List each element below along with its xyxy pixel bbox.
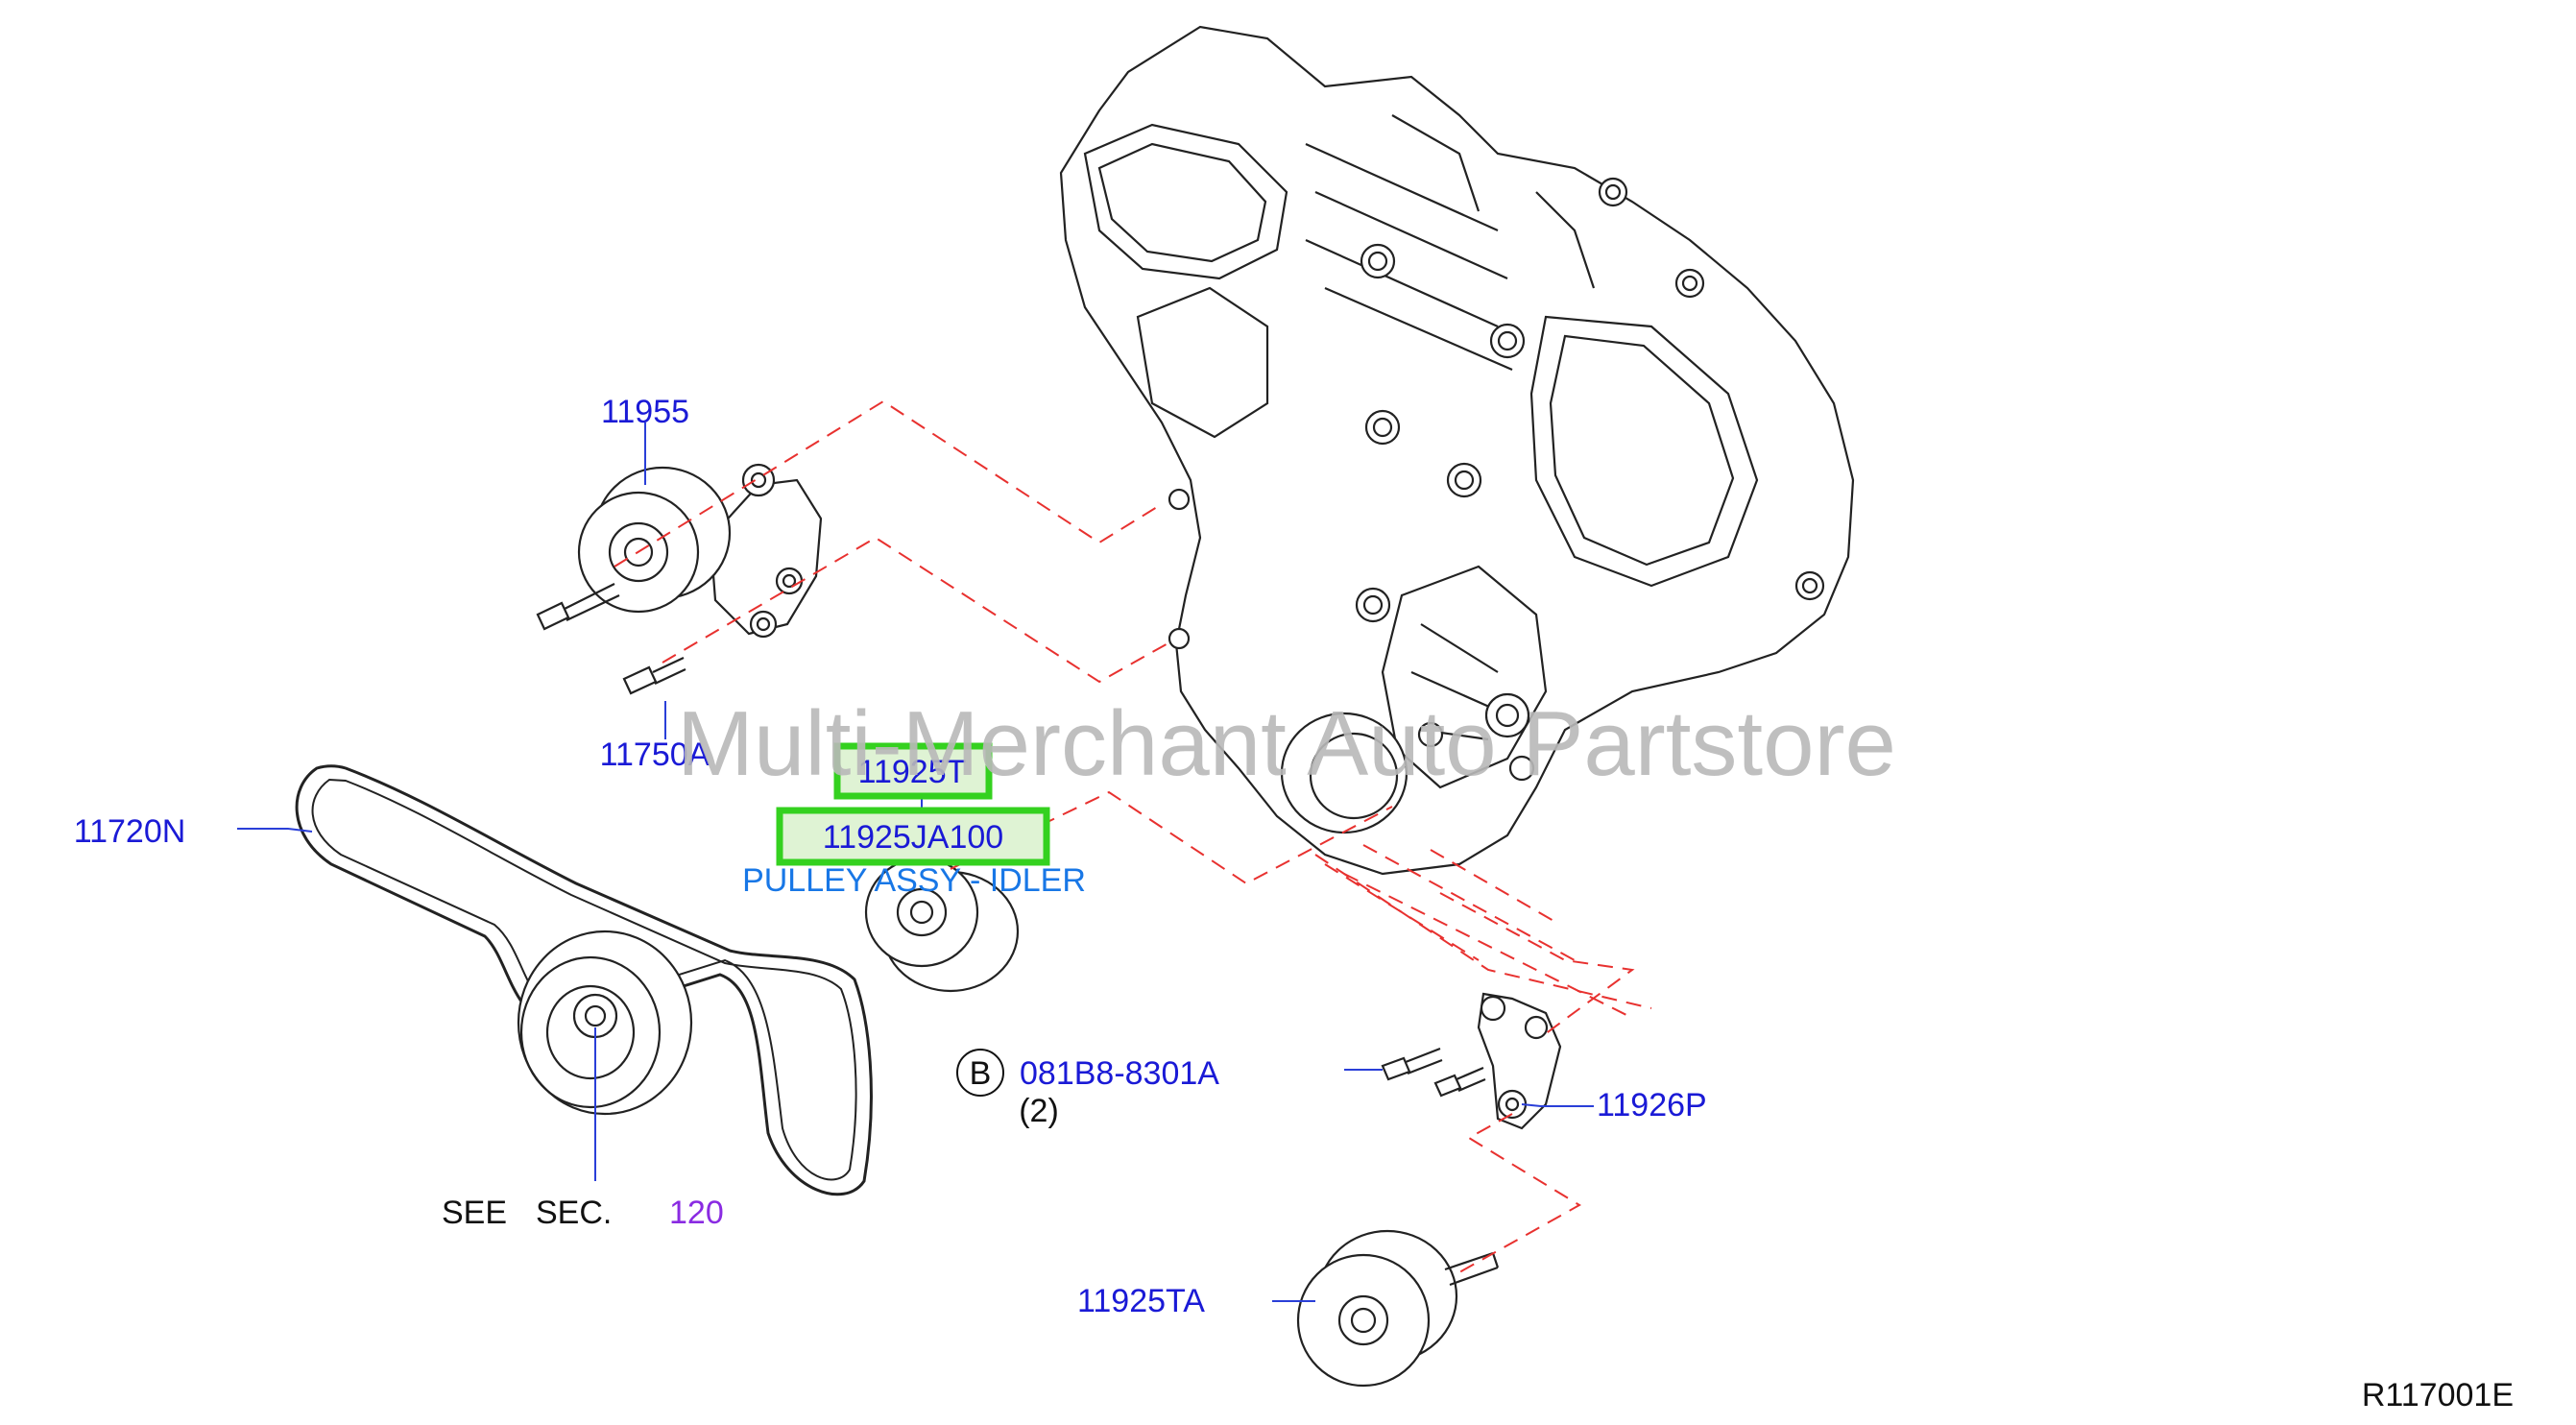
idler-pulley-illustration (864, 857, 1020, 993)
idler-bracket-illustration (1381, 992, 1562, 1130)
drive-belt-illustration (295, 764, 873, 1196)
see-label: SEE (442, 1195, 507, 1231)
assembly-dashed-lines (614, 399, 1652, 1273)
watermark: Multi-Merchant Auto Partstore (677, 692, 1896, 795)
part-label-11925t[interactable]: 11925T (858, 754, 967, 790)
highlight-11925t (833, 742, 993, 800)
auto-tensioner-illustration (536, 463, 823, 695)
bolt-marker-circle (956, 1049, 1004, 1097)
section-reference-120[interactable]: 120 (669, 1195, 724, 1231)
sec-label: SEC. (536, 1195, 612, 1231)
part-label-081b8-8301a[interactable]: 081B8-8301A (1020, 1055, 1219, 1092)
engine-front-cover (1059, 25, 1855, 876)
part-label-11925ta[interactable]: 11925TA (1077, 1283, 1205, 1319)
part-label-11720n[interactable]: 11720N (74, 813, 186, 850)
part-label-11925ja100[interactable]: 11925JA100 (823, 819, 1003, 856)
part-label-11750a[interactable]: 11750A (600, 737, 710, 773)
bolt-marker: B (970, 1055, 992, 1092)
part-description: PULLEY ASSY - IDLER (742, 862, 1086, 899)
highlight-11925ja100 (776, 807, 1050, 866)
crank-pulley-illustration (517, 930, 693, 1116)
part-label-11926p[interactable]: 11926P (1597, 1087, 1707, 1123)
part-label-11955[interactable]: 11955 (601, 394, 689, 430)
lower-idler-pulley-illustration (1296, 1229, 1500, 1388)
quantity-label: (2) (1019, 1093, 1059, 1129)
diagram-id: R117001E (2362, 1377, 2514, 1413)
